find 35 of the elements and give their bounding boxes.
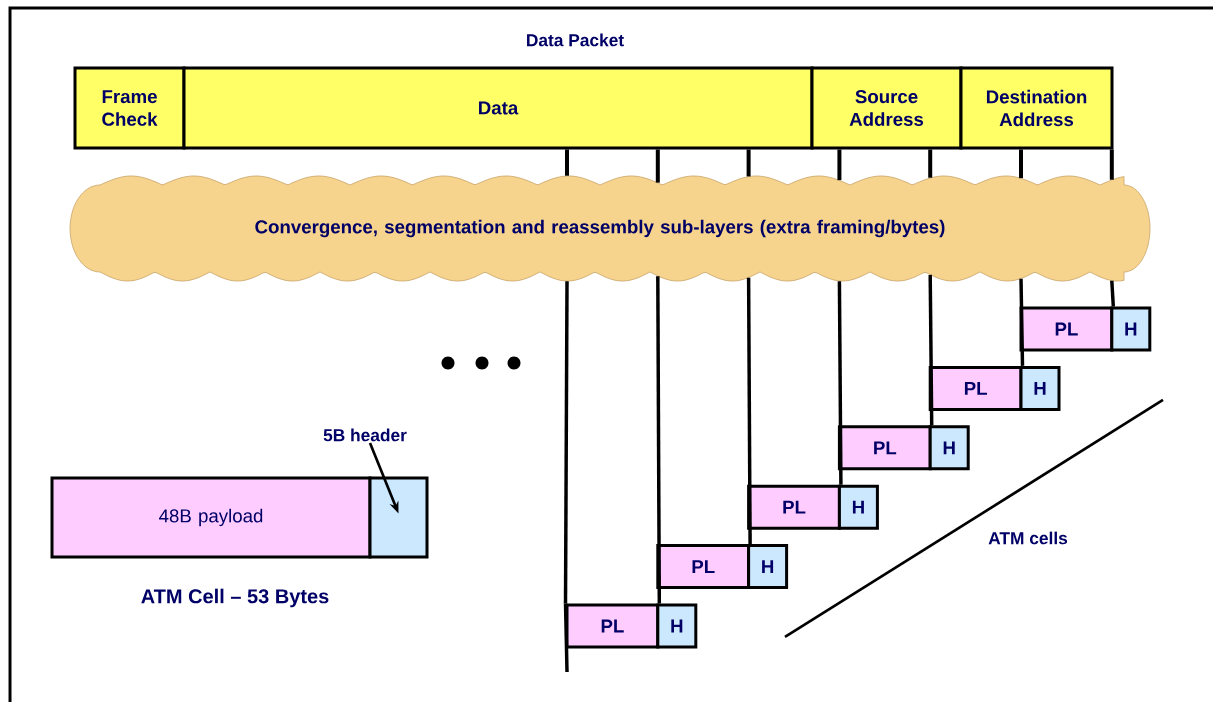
payload-box: PL bbox=[565, 603, 660, 649]
header-box: H bbox=[928, 425, 970, 471]
payload-box: PL bbox=[656, 544, 751, 590]
group-label: ATM cells bbox=[988, 531, 1068, 545]
segment-line bbox=[1019, 278, 1025, 366]
payload-box: PL bbox=[928, 365, 1023, 411]
segment-line bbox=[928, 149, 933, 178]
packet-field: Frame Check bbox=[73, 66, 186, 150]
packet-title: Data Packet bbox=[527, 33, 624, 47]
cell-caption: ATM Cell – 53 Bytes bbox=[141, 588, 329, 608]
segment-line bbox=[1109, 149, 1114, 180]
header-box: H bbox=[837, 484, 879, 530]
segment-line bbox=[837, 149, 842, 181]
segment-line bbox=[837, 281, 843, 485]
segment-line bbox=[655, 149, 660, 183]
segment-line bbox=[1110, 280, 1116, 307]
header-box: H bbox=[1019, 365, 1061, 411]
payload-box: PL bbox=[747, 484, 841, 530]
segment-line bbox=[746, 277, 752, 545]
header-box: H bbox=[1110, 306, 1152, 352]
header-box bbox=[368, 476, 429, 559]
segment-line bbox=[656, 276, 662, 604]
payload-box: 48B payload bbox=[50, 476, 372, 559]
segment-line bbox=[565, 149, 569, 176]
segment-line bbox=[746, 149, 751, 177]
payload-box: PL bbox=[837, 425, 932, 471]
callout-text: 5B header bbox=[323, 428, 407, 442]
segment-line bbox=[928, 274, 934, 426]
header-box: H bbox=[656, 603, 698, 649]
payload-box: PL bbox=[1019, 306, 1114, 352]
segment-line bbox=[563, 281, 569, 604]
packet-field: Destination Address bbox=[959, 66, 1114, 150]
packet-field: Source Address bbox=[810, 66, 963, 150]
header-box: H bbox=[747, 544, 789, 590]
segment-line bbox=[1019, 149, 1023, 179]
